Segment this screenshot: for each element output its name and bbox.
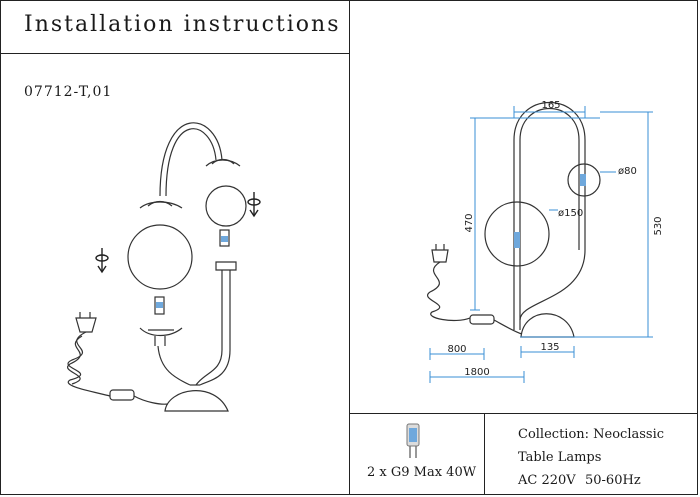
divider-specs-vertical — [484, 413, 485, 495]
frequency-label: 50-60Hz — [585, 473, 641, 488]
rotate-arrow-icon — [95, 248, 109, 274]
collection-label: Collection: Neoclassic — [518, 427, 665, 442]
dim-small-shade: ø80 — [618, 166, 637, 177]
assembly-drawing — [67, 122, 261, 412]
coiled-cable — [67, 331, 111, 397]
dim-top-width: 165 — [541, 100, 560, 111]
small-globe — [205, 185, 247, 227]
page-title: Installation instructions — [24, 12, 341, 37]
dim-total-height: 530 — [653, 216, 664, 235]
small-globe-dim — [567, 163, 601, 197]
category-label: Table Lamps — [518, 450, 602, 465]
dimension-drawing: 165 ø80 ø150 470 530 800 135 1800 — [427, 100, 664, 383]
voltage-label: AC 220V — [518, 473, 576, 488]
dim-body-height: 470 — [464, 213, 475, 232]
g9-bulb-icon — [406, 423, 420, 458]
model-code: 07712-T,01 — [24, 84, 113, 100]
switch — [109, 389, 135, 401]
u-frame — [513, 101, 586, 330]
dim-cable-part: 800 — [447, 344, 466, 355]
divider-vertical — [349, 0, 350, 495]
divider-title — [0, 53, 349, 54]
bulb-spec: 2 x G9 Max 40W — [367, 465, 477, 480]
dim-large-shade: ø150 — [558, 208, 583, 219]
large-globe-dim — [484, 201, 550, 267]
large-globe — [127, 224, 193, 290]
large-bulb — [154, 296, 165, 315]
base — [164, 390, 229, 412]
divider-specs — [349, 413, 698, 414]
dim-cable-total: 1800 — [464, 367, 489, 378]
base-dim — [520, 313, 575, 338]
rotate-arrow-icon-2 — [247, 192, 261, 218]
plug — [75, 317, 97, 333]
frame-arc — [159, 122, 223, 197]
dim-base-width: 135 — [540, 342, 559, 353]
small-bulb — [219, 229, 230, 247]
